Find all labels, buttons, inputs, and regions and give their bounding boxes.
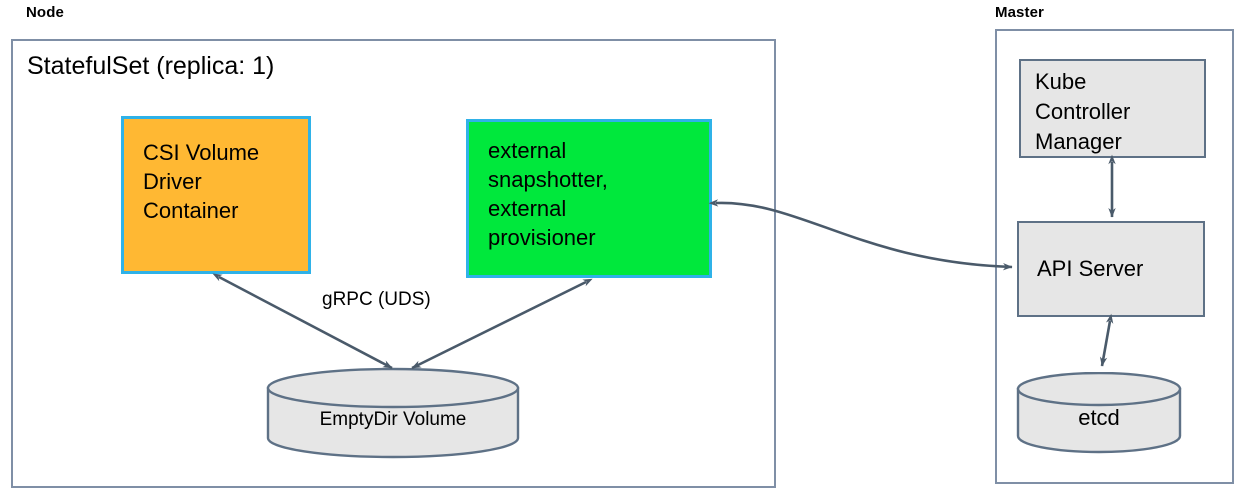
emptydir-volume-label: EmptyDir Volume	[319, 409, 467, 430]
node-group-label: Node	[26, 4, 64, 21]
api-server-label: API Server	[1037, 256, 1144, 282]
external-controllers-label: external snapshotter, external provision…	[488, 138, 608, 251]
api-server-node[interactable]: API Server	[1017, 221, 1205, 317]
etcd-node[interactable]: etcd	[1016, 371, 1182, 455]
cylinder-shape-icon	[1016, 371, 1182, 454]
cylinder-shape-icon	[266, 367, 520, 459]
emptydir-volume-node[interactable]: EmptyDir Volume	[266, 367, 520, 459]
etcd-label: etcd	[1078, 405, 1120, 430]
master-group-label: Master	[995, 4, 1044, 21]
kube-controller-manager-node[interactable]: Kube Controller Manager	[1019, 59, 1206, 158]
grpc-uds-edge-label: gRPC (UDS)	[322, 289, 431, 310]
statefulset-caption: StatefulSet (replica: 1)	[27, 52, 275, 80]
csi-volume-driver-label: CSI Volume Driver Container	[143, 140, 260, 224]
external-controllers-node[interactable]: external snapshotter, external provision…	[466, 119, 712, 278]
csi-volume-driver-container-node[interactable]: CSI Volume Driver Container	[121, 116, 311, 274]
kube-controller-manager-label: Kube Controller Manager	[1035, 69, 1131, 154]
